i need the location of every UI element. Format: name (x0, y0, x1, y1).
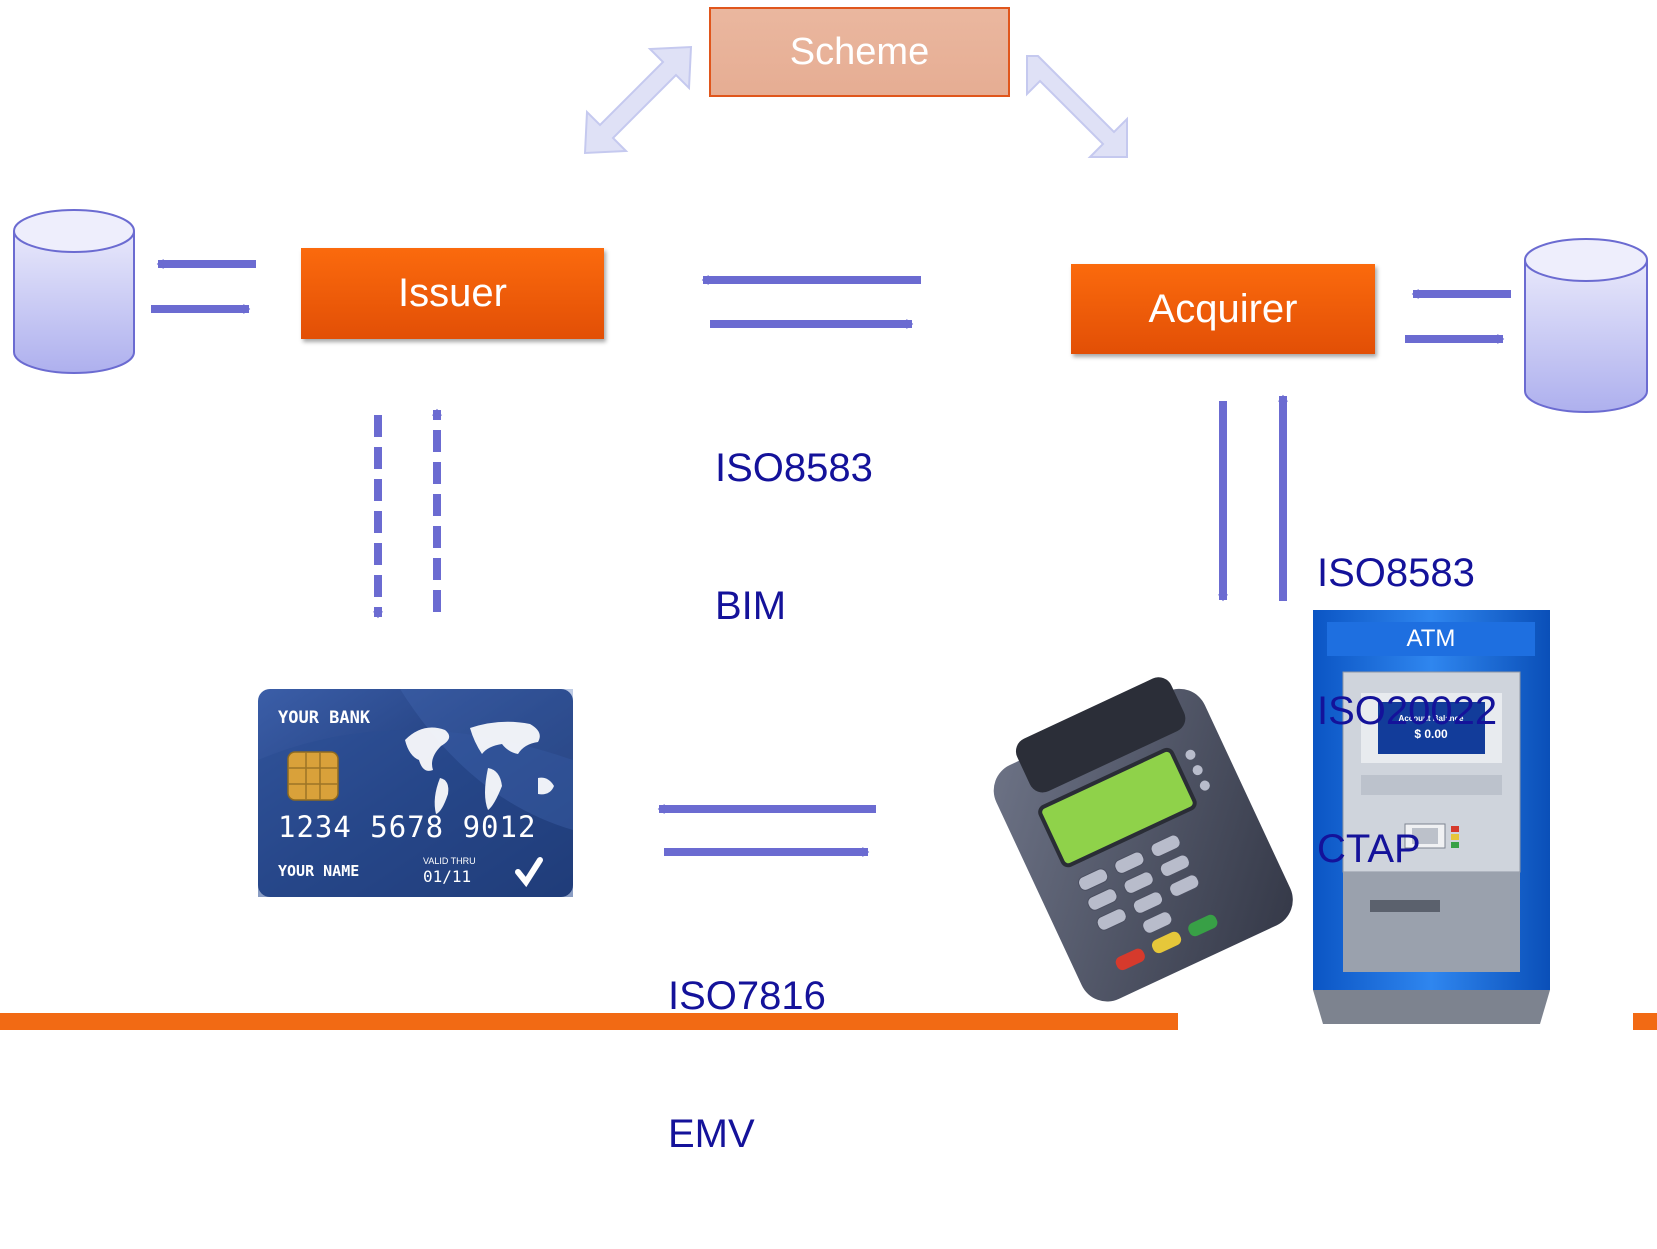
scheme-issuer-double-arrow (583, 45, 693, 155)
credit-card-image: YOUR BANK 1234 5678 9012 YOUR NAME VALID… (258, 689, 573, 897)
issuer-card-dashed-arrows (378, 410, 437, 617)
protocol-label: ISO7816 (668, 974, 826, 1018)
atm-screen-title: Account Balance (1399, 714, 1464, 723)
protocol-label: CTAP (1317, 827, 1421, 871)
scheme-acquirer-double-arrow (1026, 55, 1128, 158)
protocol-label: ISO20022 (1317, 689, 1498, 733)
card-valid-label: VALID THRU (423, 856, 476, 866)
flow-arrows (151, 264, 1511, 852)
issuer-database-icon (13, 209, 135, 374)
card-holder-name: YOUR NAME (278, 862, 359, 880)
scheme-label: Scheme (789, 30, 930, 73)
issuer-label: Issuer (398, 271, 507, 315)
protocol-label: BIM (715, 584, 787, 628)
scheme-node: Scheme (709, 7, 1010, 97)
atm-machine-image: ATM Account Balance $ 0.00 (1313, 610, 1550, 1024)
acquirer-label: Acquirer (1148, 286, 1298, 331)
acquirer-terminal-protocols: ISO8583 ISO20022 CTAP (1317, 458, 1497, 964)
world-map-icon (405, 721, 554, 814)
protocol-label: ISO8583 (1317, 551, 1475, 595)
diagram-graphics: YOUR BANK 1234 5678 9012 YOUR NAME VALID… (13, 45, 1648, 1024)
card-number: 1234 5678 9012 (278, 810, 536, 844)
footer-accent-bar (0, 1013, 1178, 1030)
card-valid-date: 01/11 (423, 867, 471, 886)
issuer-acquirer-protocols: ISO8583 BIM (715, 353, 873, 721)
pos-terminal-image (993, 677, 1293, 1002)
protocol-label: ISO8583 (715, 446, 873, 490)
acquirer-node: Acquirer (1071, 264, 1375, 354)
atm-title: ATM (1407, 625, 1456, 652)
payment-flow-diagram: YOUR BANK 1234 5678 9012 YOUR NAME VALID… (0, 7, 1657, 1156)
card-terminal-protocols: ISO7816 EMV (668, 881, 826, 1249)
protocol-label: EMV (668, 1112, 755, 1156)
footer-accent-bar-right (1633, 1013, 1657, 1030)
issuer-node: Issuer (301, 248, 604, 339)
acquirer-database-icon (1524, 238, 1648, 413)
atm-balance: $ 0.00 (1414, 727, 1448, 741)
card-bank-name: YOUR BANK (278, 708, 371, 728)
